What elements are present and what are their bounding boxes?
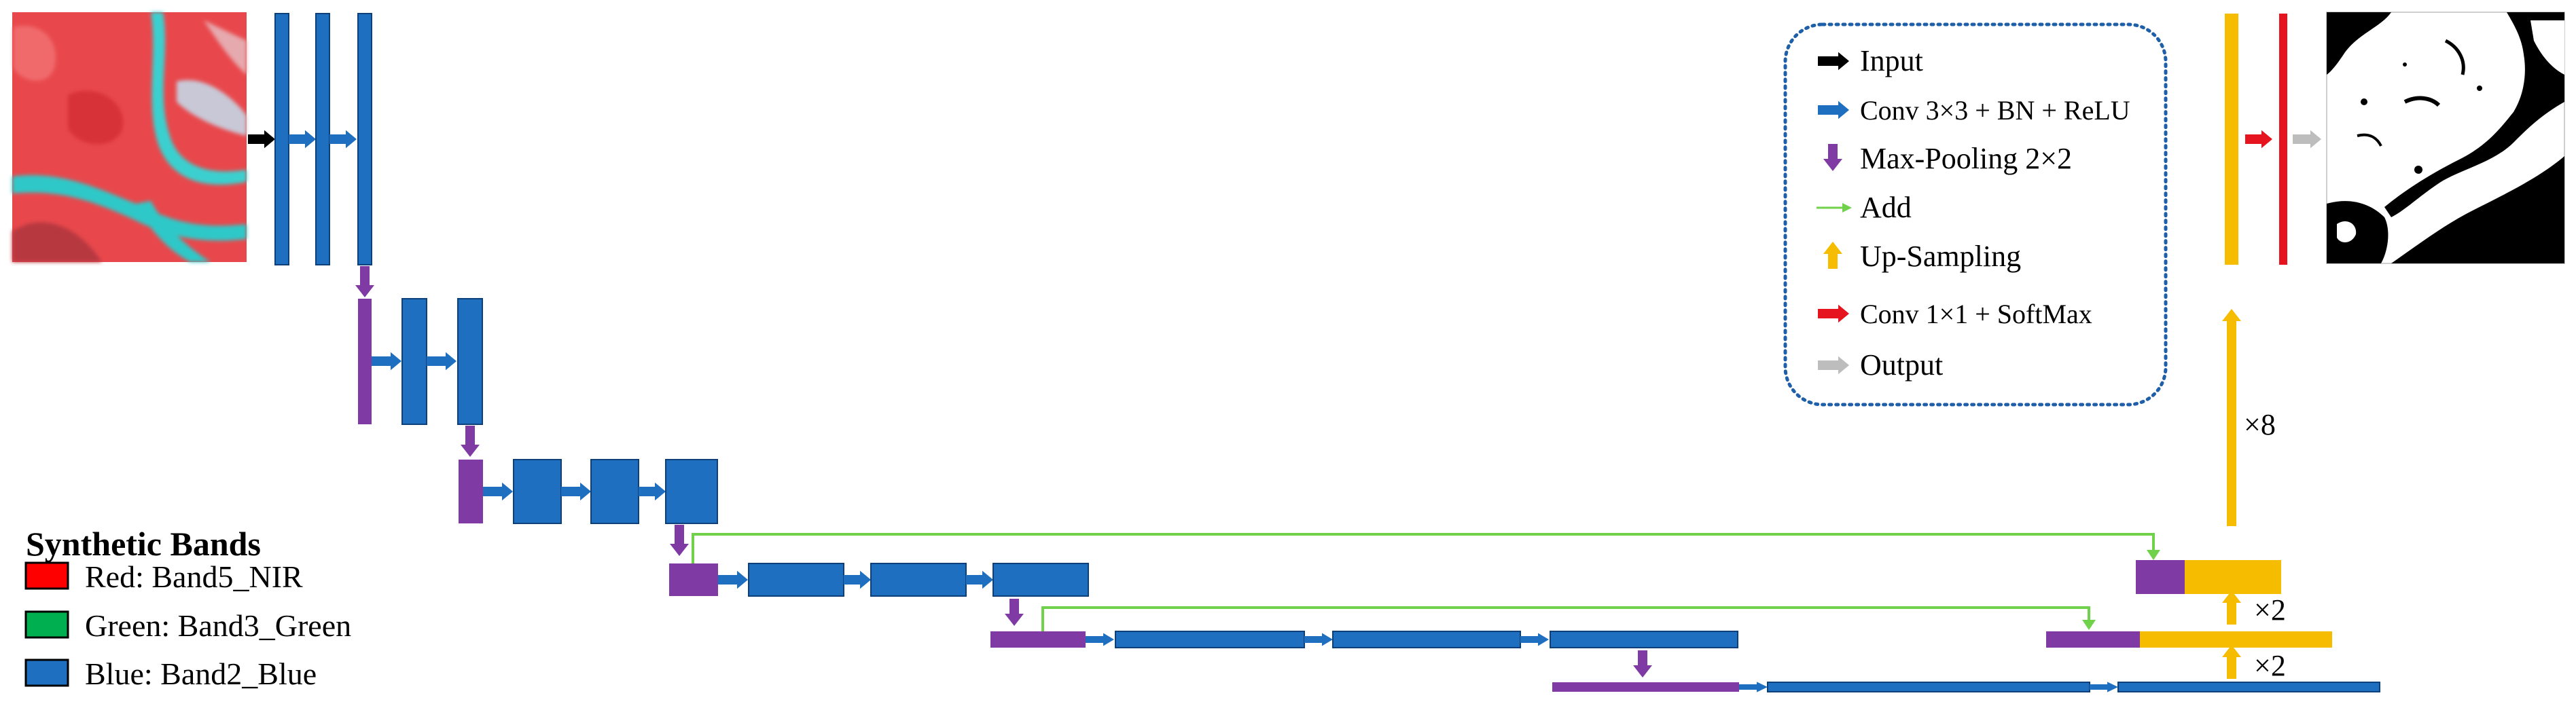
- softmax-arrow: [2245, 130, 2272, 149]
- pool-block: [1552, 682, 1739, 692]
- band-label: Red: Band5_NIR: [85, 559, 303, 594]
- conv-arrow: [966, 570, 993, 589]
- upsample-block: [2185, 560, 2281, 594]
- upsample-arrow: [2222, 591, 2241, 625]
- conv-arrow: [1520, 633, 1549, 646]
- add-arrow-icon-head: [1842, 203, 1852, 212]
- pool-arrow: [461, 426, 480, 457]
- legend-item: Conv 1×1 + SoftMax: [1818, 299, 2092, 329]
- conv-block: [1115, 631, 1305, 648]
- legend-item: Conv 3×3 + BN + ReLU: [1818, 95, 2130, 126]
- conv-arrow-icon: [1818, 100, 1849, 119]
- pool-arrow: [1005, 599, 1024, 626]
- pool-block: [669, 563, 718, 596]
- conv-block: [748, 563, 844, 597]
- upsample-arrow-icon: [1823, 242, 1842, 269]
- input-image: [12, 12, 247, 262]
- conv-arrow: [483, 482, 513, 501]
- conv-arrow: [718, 570, 748, 589]
- legend-item: Input: [1818, 44, 1923, 77]
- band-swatch: [24, 659, 69, 687]
- bands-legend: Synthetic Bands Red: Band5_NIR Green: Ban…: [24, 525, 351, 691]
- band-item: Red: Band5_NIR: [24, 559, 303, 594]
- conv-arrow: [427, 352, 457, 371]
- upsample-block: [2140, 631, 2332, 648]
- legend-label: Up-Sampling: [1860, 240, 2021, 273]
- conv-arrow: [1739, 682, 1768, 692]
- conv-block: [992, 563, 1089, 597]
- pool-arrow: [670, 525, 689, 556]
- conv-arrow: [844, 570, 871, 589]
- pool-arrow-icon: [1823, 144, 1842, 171]
- softmax-arrow-icon: [1818, 304, 1849, 323]
- conv-arrow: [1086, 633, 1114, 646]
- legend-label: Max-Pooling 2×2: [1860, 142, 2072, 175]
- conv-arrow: [639, 482, 666, 501]
- conv-arrow: [561, 482, 591, 501]
- softmax-block: [2279, 14, 2287, 265]
- upsample-arrow: [2222, 309, 2241, 526]
- legend-label: Input: [1860, 44, 1923, 77]
- add-connection: [1041, 606, 2090, 631]
- conv-block: [315, 13, 330, 265]
- bands-title: Synthetic Bands: [26, 525, 261, 563]
- conv-arrow: [1304, 633, 1333, 646]
- conv-block: [870, 563, 967, 597]
- conv-block: [1332, 631, 1521, 648]
- legend-label: Conv 3×3 + BN + ReLU: [1860, 95, 2130, 126]
- conv-block: [1550, 631, 1738, 648]
- pool-arrow: [1633, 650, 1652, 678]
- output-arrow-icon: [1818, 356, 1849, 375]
- conv-arrow: [2090, 682, 2118, 692]
- input-arrow: [248, 130, 275, 149]
- conv-arrow: [329, 130, 357, 149]
- legend-item: Add: [1817, 191, 1912, 224]
- upsample-block: [2225, 14, 2238, 265]
- conv-block: [590, 459, 639, 524]
- legend-label: Conv 1×1 + SoftMax: [1860, 299, 2092, 329]
- conv-block: [401, 298, 427, 425]
- pool-block: [358, 299, 372, 424]
- band-item: Green: Band3_Green: [24, 608, 351, 643]
- conv-block: [665, 459, 718, 524]
- conv-block: [513, 459, 562, 524]
- add-arrowhead: [2147, 550, 2160, 560]
- conv-arrow: [372, 352, 401, 371]
- network-connectors: [692, 533, 2160, 631]
- legend-item: Output: [1818, 348, 1943, 382]
- band-label: Green: Band3_Green: [85, 608, 351, 643]
- pool-block: [990, 631, 1086, 648]
- band-swatch: [24, 610, 69, 639]
- legend-label: Output: [1860, 348, 1943, 382]
- conv-block: [2117, 682, 2380, 692]
- legend-item: Up-Sampling: [1823, 240, 2021, 273]
- input-arrow-icon: [1818, 52, 1849, 71]
- band-item: Blue: Band2_Blue: [24, 656, 317, 691]
- conv-arrow: [289, 130, 316, 149]
- output-arrow: [2293, 130, 2321, 149]
- pool-block: [459, 460, 483, 523]
- network-blocks: [248, 13, 2380, 692]
- legend-item: Max-Pooling 2×2: [1823, 142, 2072, 175]
- multiplier-x8: ×8: [2244, 408, 2276, 441]
- pool-block: [2136, 560, 2185, 594]
- band-label: Blue: Band2_Blue: [85, 656, 317, 691]
- conv-block: [457, 298, 483, 425]
- upsample-arrow: [2222, 645, 2241, 679]
- output-image: [2326, 12, 2565, 264]
- add-connection: [692, 533, 2155, 563]
- conv-block: [357, 13, 372, 265]
- multiplier-x2-upper: ×2: [2254, 593, 2286, 627]
- conv-block: [274, 13, 289, 265]
- band-swatch: [24, 561, 69, 590]
- conv-block: [1767, 682, 2090, 692]
- pool-block: [2046, 631, 2140, 648]
- pool-arrow: [355, 266, 374, 297]
- multiplier-x2-lower: ×2: [2254, 649, 2286, 682]
- add-arrowhead: [2082, 620, 2096, 630]
- legend-label: Add: [1860, 191, 1912, 224]
